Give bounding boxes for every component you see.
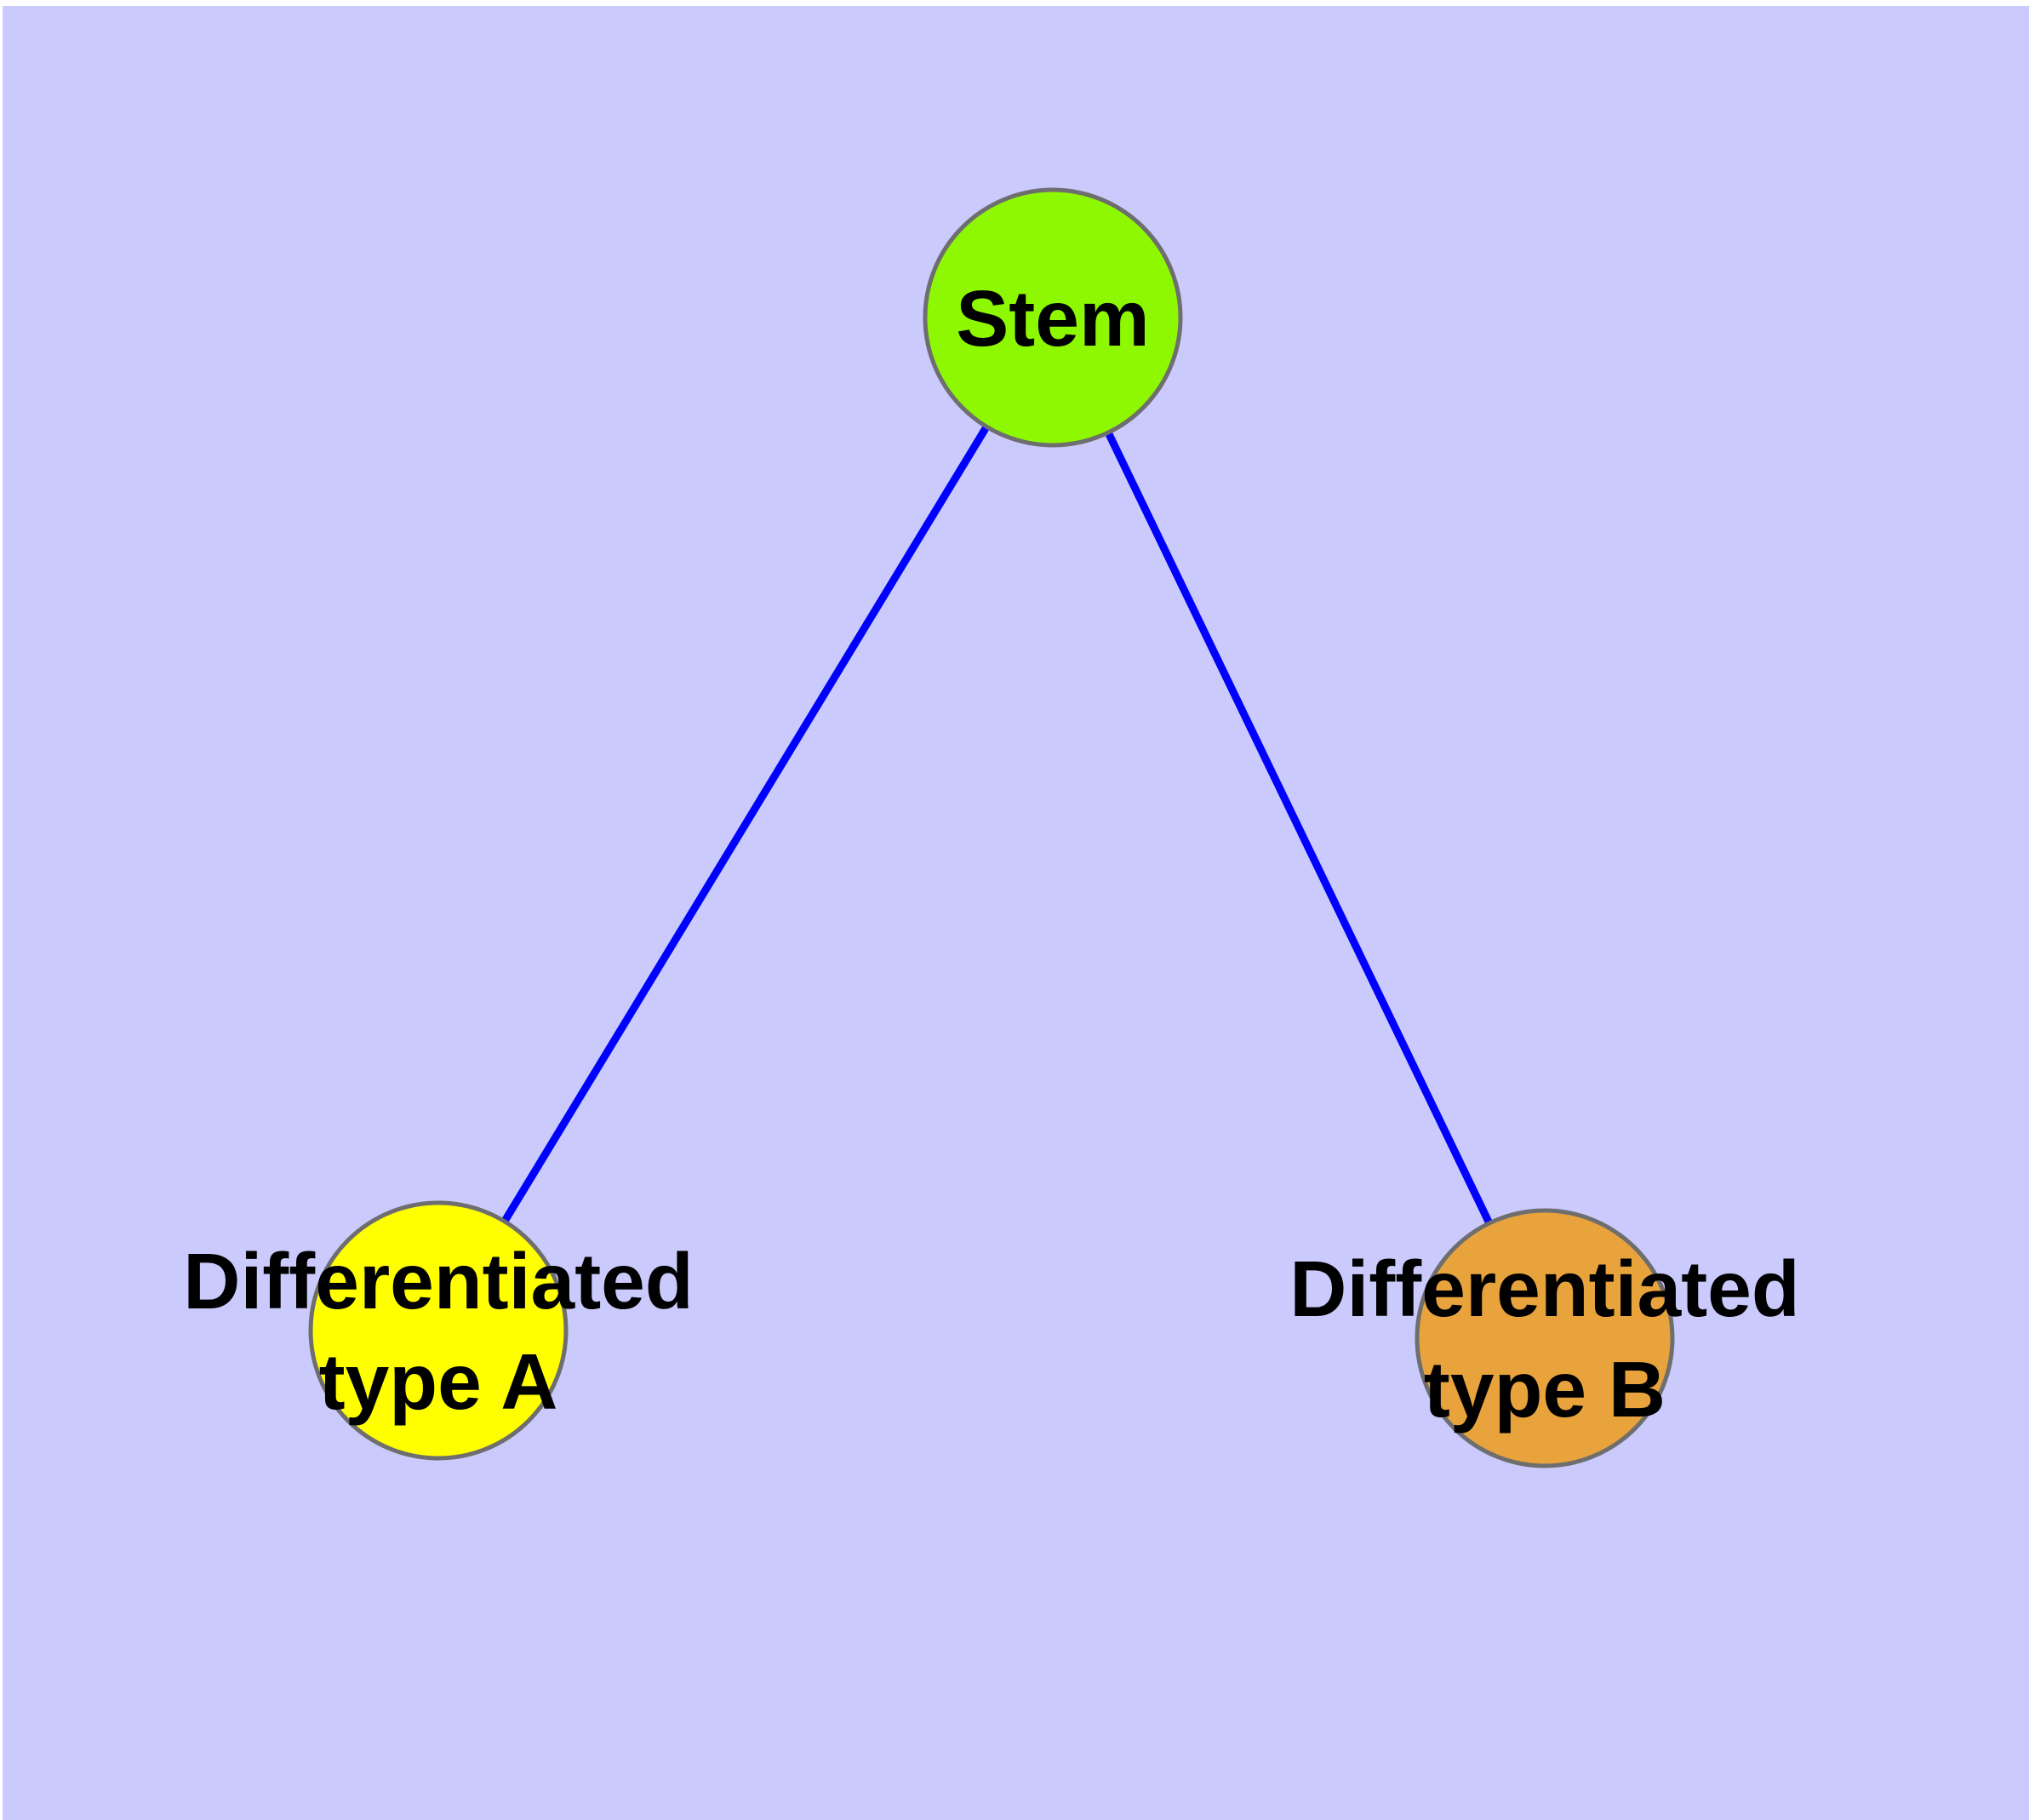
stem-cell-node-circle — [923, 187, 1183, 448]
edges-layer — [435, 315, 1549, 1340]
differentiated-type-b-node-circle — [1415, 1208, 1675, 1468]
stem-cell-node-label: Stem — [956, 274, 1149, 363]
differentiated-type-a-node-circle — [308, 1200, 569, 1461]
stem-cell-node: Stem — [923, 187, 1183, 448]
edge-stem-to-type-a — [435, 315, 1056, 1333]
edge-stem-to-type-b — [1049, 316, 1549, 1340]
